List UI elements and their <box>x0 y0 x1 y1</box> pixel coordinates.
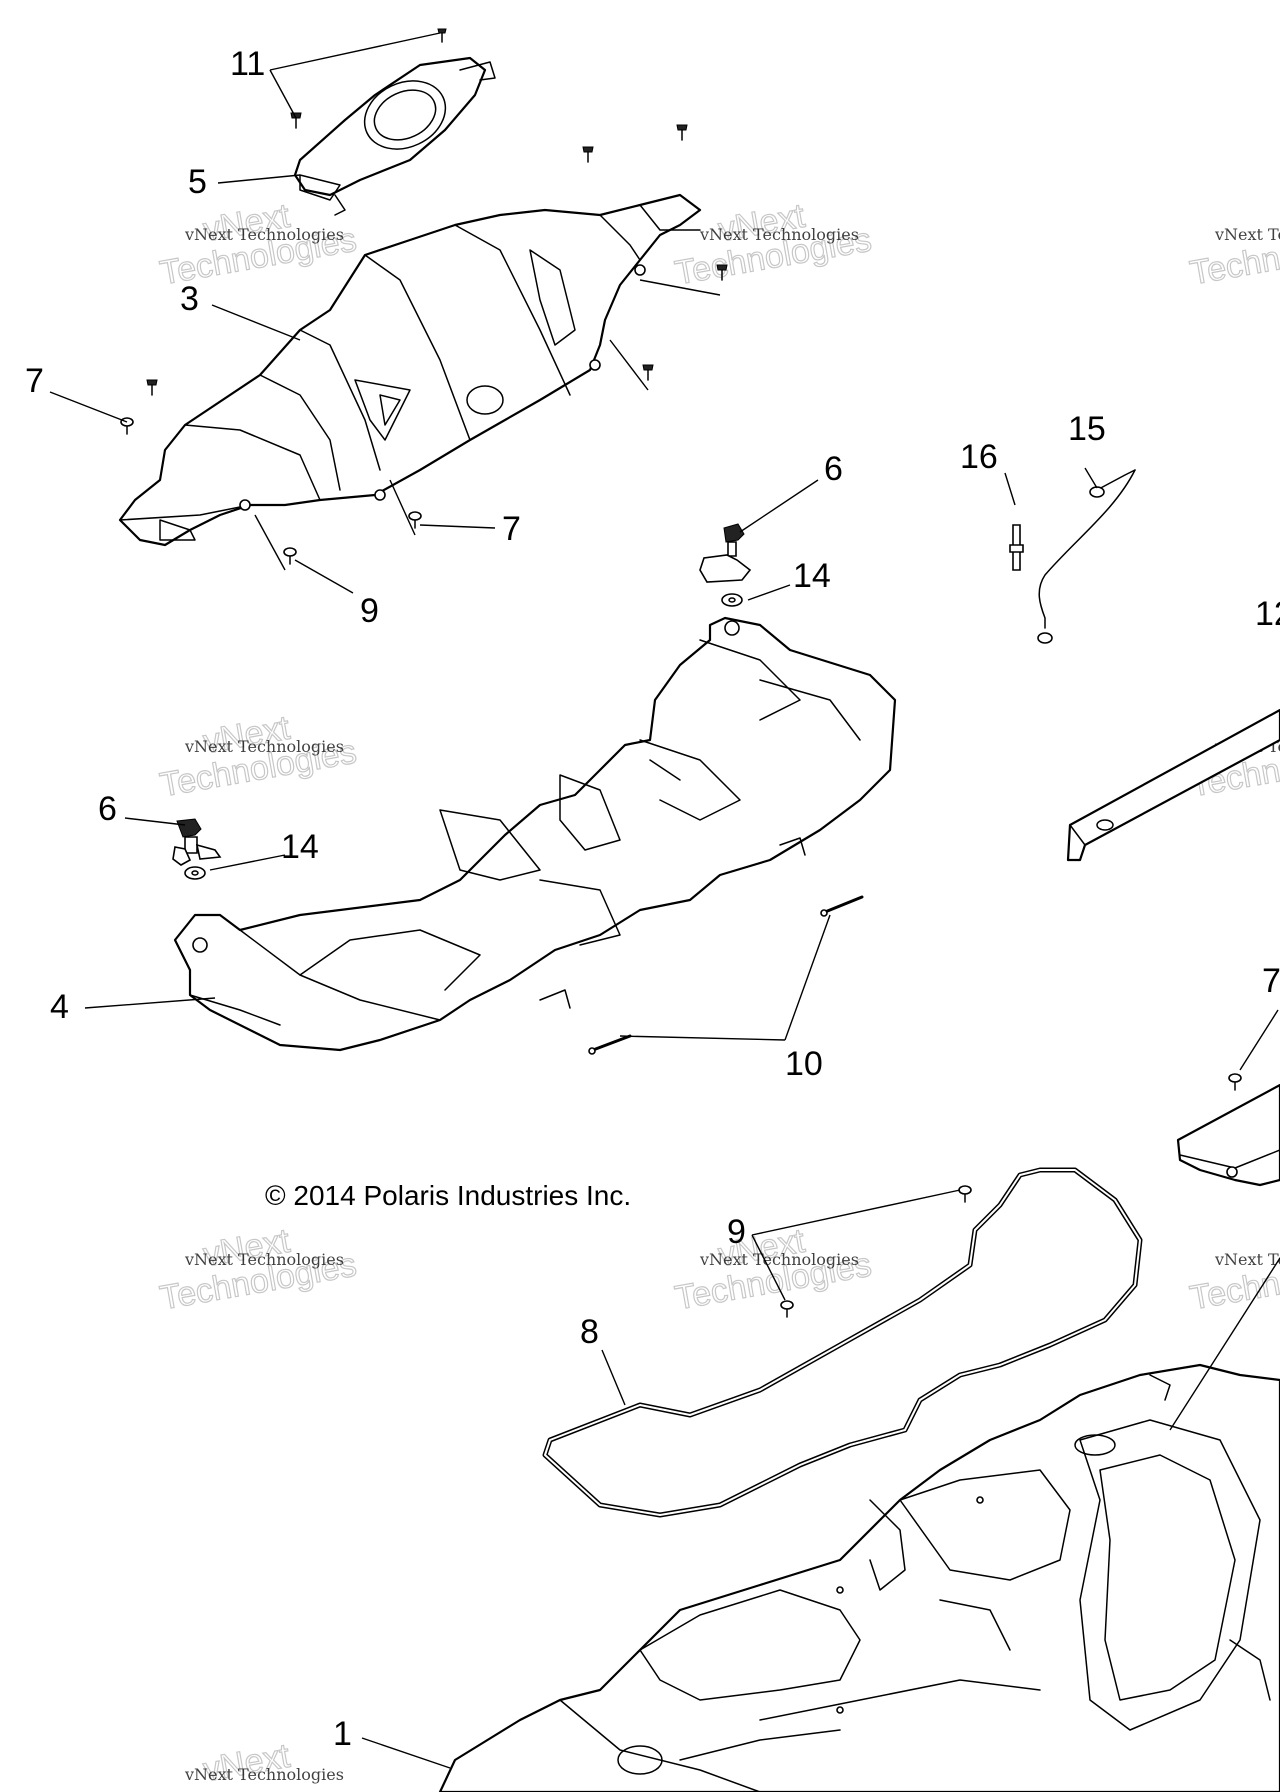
part-3-front-cab <box>118 193 702 547</box>
callout-15: 15 <box>1068 410 1106 448</box>
push-rivet-icon <box>642 364 654 381</box>
callout-9: 9 <box>360 592 379 630</box>
part-15-wire <box>1037 469 1136 644</box>
part-1-rear-cab <box>438 1363 1280 1792</box>
watermark-text: vNext Technologies <box>1214 1250 1280 1269</box>
part-4-floor-panel <box>173 616 897 1052</box>
watermark-text: vNext Technologies <box>184 1765 344 1784</box>
screw-icon <box>408 511 422 529</box>
callout-14: 14 <box>793 557 831 595</box>
callout-4: 4 <box>50 988 69 1026</box>
part-14-washer-hole <box>191 870 199 876</box>
callout-16: 16 <box>960 438 998 476</box>
callout-11: 11 <box>230 45 265 83</box>
watermark-text: vNext Technologies <box>184 737 344 756</box>
part-12-bracket <box>1066 708 1280 862</box>
callout-9: 9 <box>727 1213 746 1251</box>
callout-14: 14 <box>281 828 319 866</box>
watermark-text: vNext Technologies <box>184 225 344 244</box>
part-14-washer <box>721 593 743 607</box>
callout-6: 6 <box>824 450 843 488</box>
part-14-washer <box>184 866 206 880</box>
callout-labels: 11 5 3 7 7 9 6 14 16 15 12 6 14 4 10 7 9… <box>25 45 1280 1753</box>
callout-12: 12 <box>1255 595 1280 633</box>
part-16-pin <box>1009 524 1024 571</box>
callout-7: 7 <box>502 510 521 548</box>
push-rivet-icon <box>582 146 594 163</box>
screw-icon <box>1228 1073 1242 1091</box>
part-right-plate <box>1176 1083 1280 1187</box>
fastener-group <box>120 28 1242 1318</box>
leader-lines <box>49 32 1280 1769</box>
screw-icon <box>283 547 297 565</box>
callout-8: 8 <box>580 1313 599 1351</box>
callout-10: 10 <box>785 1045 823 1083</box>
push-rivet-icon <box>676 124 688 141</box>
callout-7: 7 <box>25 362 44 400</box>
callout-6: 6 <box>98 790 117 828</box>
watermark-text: vNext Technologies <box>1214 225 1280 244</box>
callout-7: 7 <box>1262 962 1280 1000</box>
part-10-pins <box>588 895 864 1055</box>
push-rivet-icon <box>290 112 302 129</box>
push-rivet-icon <box>146 379 158 396</box>
part-14-washer-hole <box>728 597 736 603</box>
part-6-latch-lower <box>172 818 222 866</box>
push-rivet-icon <box>437 28 447 43</box>
screw-icon <box>958 1185 972 1203</box>
part-8-seal <box>542 1167 1143 1518</box>
part-6-latch-upper <box>699 523 752 583</box>
part-5-gauge-bezel <box>293 56 496 216</box>
watermark-text: vNext Technologies <box>699 225 859 244</box>
copyright-text: © 2014 Polaris Industries Inc. <box>265 1180 631 1211</box>
screw-icon <box>120 417 134 435</box>
callout-1: 1 <box>333 1715 352 1753</box>
screw-icon <box>780 1300 794 1318</box>
watermark-text: vNext Technologies <box>184 1250 344 1269</box>
watermark-text: vNext Technologies <box>699 1250 859 1269</box>
callout-3: 3 <box>180 280 199 318</box>
callout-5: 5 <box>188 163 207 201</box>
push-rivet-icon <box>716 264 728 281</box>
